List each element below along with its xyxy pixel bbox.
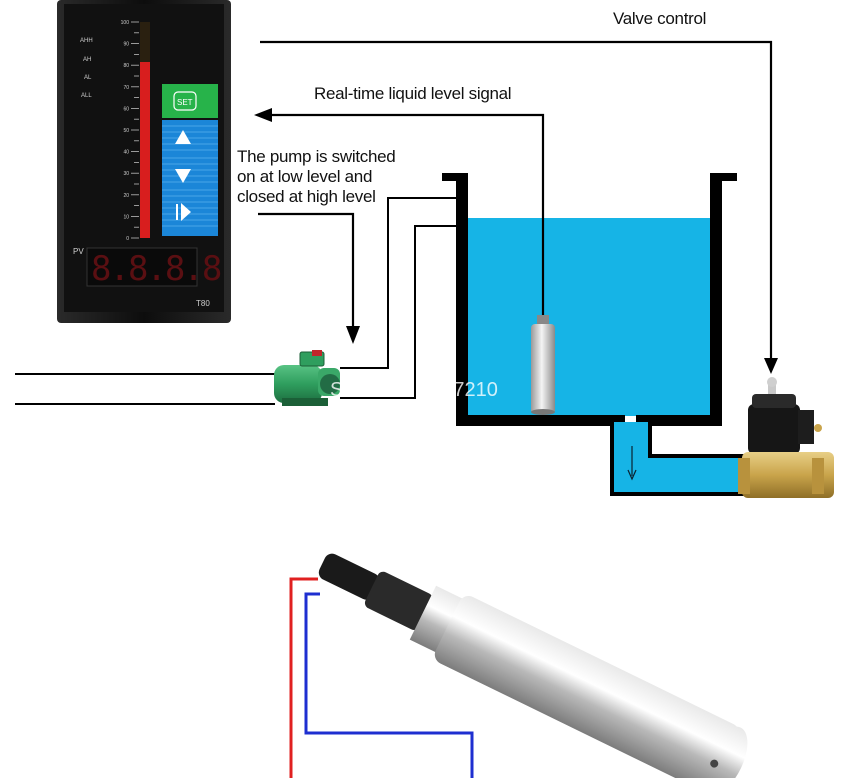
up-arrow-icon[interactable]	[175, 130, 191, 144]
valve-arrow-icon	[764, 358, 778, 374]
pump-control-line	[258, 212, 355, 330]
led-display-value: 8.8.8.8	[91, 249, 221, 289]
scale-tick-label: 10	[123, 214, 129, 220]
shift-arrow-icon[interactable]	[176, 203, 191, 221]
pump-arrow-icon	[346, 326, 360, 344]
pv-label: PV	[73, 247, 84, 256]
pump-description-label: The pump is switched on at low level and…	[237, 147, 437, 207]
scale-tick-label: 20	[123, 193, 129, 199]
blue-wire	[304, 592, 474, 778]
alarm-label-ahh: AHH	[80, 38, 93, 44]
alarm-label-al: AL	[84, 75, 92, 81]
sensor-body	[434, 595, 740, 778]
solenoid-valve	[738, 377, 834, 498]
flow-arrow-icon	[627, 469, 637, 481]
sensor-cable	[318, 553, 380, 600]
scale-ticks	[131, 21, 139, 239]
down-arrow-icon[interactable]	[175, 169, 191, 183]
scale-tick-label: 60	[123, 106, 129, 112]
pump-pipes	[15, 197, 458, 405]
pump-description-line-2: on at low level and	[237, 167, 373, 186]
scale-tick-label: 0	[126, 236, 129, 242]
signal-arrow-icon	[254, 108, 272, 122]
scale-tick-label: 70	[123, 85, 129, 91]
bargraph-fill	[140, 62, 150, 238]
sensor-closeup	[289, 553, 748, 778]
tank-wall-bottom	[456, 176, 722, 426]
led-display	[86, 247, 198, 287]
scale-tick-label: 90	[123, 42, 129, 48]
alarm-label-ah: AH	[83, 57, 91, 63]
model-label: T80	[196, 299, 210, 308]
sensor-strain-relief	[364, 571, 433, 630]
scale-tick-label: 50	[123, 128, 129, 134]
scale-tick-label: 100	[121, 20, 130, 26]
set-button-label: SET	[177, 98, 193, 107]
scale-tick-label: 40	[123, 150, 129, 156]
signal-line	[270, 113, 545, 318]
store-watermark: Store No: 5427210	[330, 379, 498, 401]
valve-control-line	[260, 40, 773, 362]
realtime-signal-label: Real-time liquid level signal	[314, 84, 512, 103]
alarm-label-all: ALL	[81, 93, 92, 99]
level-sensor	[531, 315, 555, 415]
scale-tick-label: 30	[123, 171, 129, 177]
tank-water	[462, 218, 714, 416]
button-stripes	[162, 125, 218, 227]
pump-description-line-1: The pump is switched	[237, 147, 396, 166]
pump-description-line-3: closed at high level	[237, 187, 376, 206]
valve-control-label: Valve control	[613, 9, 707, 28]
sensor-vent-hole	[710, 759, 719, 768]
scale-tick-label: 80	[123, 63, 129, 69]
set-button[interactable]: SET	[162, 84, 218, 118]
water-pump	[274, 350, 340, 406]
sensor-thread	[409, 585, 464, 653]
red-wire	[289, 577, 318, 778]
button-panel	[162, 120, 218, 236]
